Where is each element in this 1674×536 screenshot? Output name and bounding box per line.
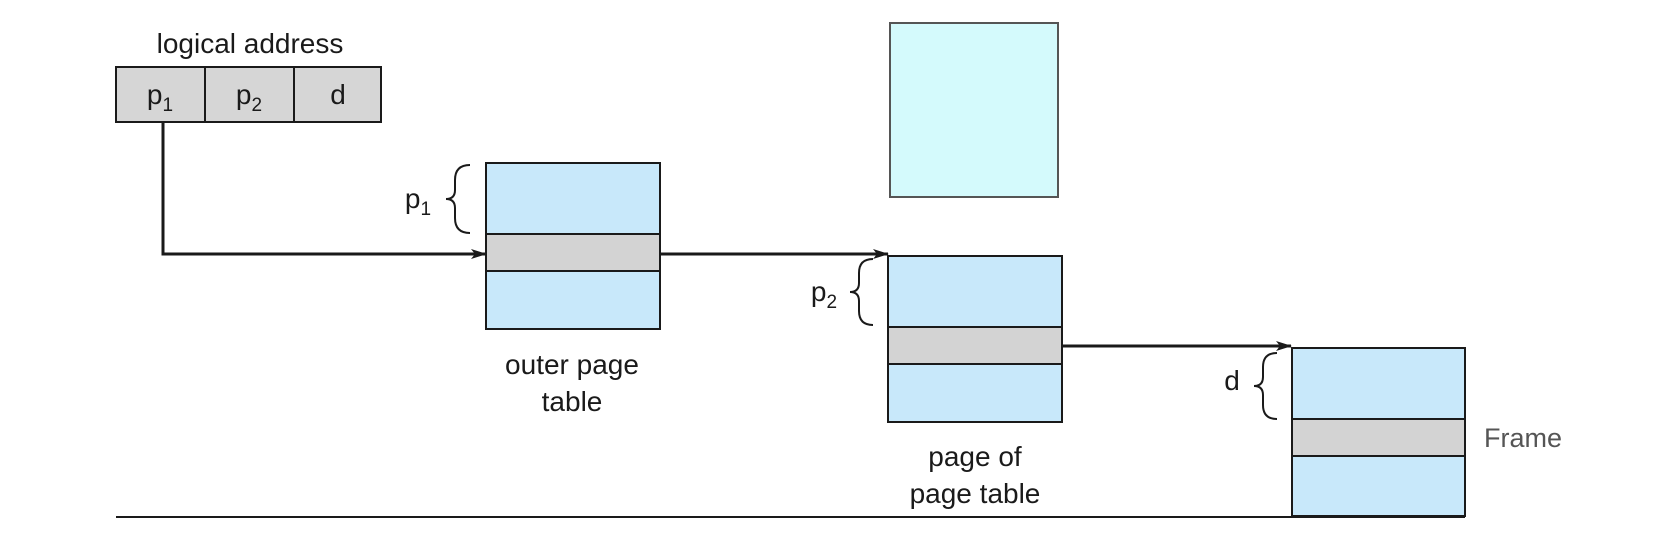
outer-table-brace-label: p1 <box>405 183 431 220</box>
outer-page-table: p1 outer page table <box>405 162 661 417</box>
page-table-brace-label: p2 <box>811 276 837 313</box>
address-field-p1: p1 <box>147 79 173 116</box>
logical-address-box <box>115 66 382 123</box>
frame-brace-label: d <box>1224 365 1240 396</box>
frame-entry <box>1291 418 1466 457</box>
arrow-p1-to-outer-table <box>161 122 487 259</box>
frame: d Frame <box>1224 347 1562 517</box>
page-of-page-table: p2 page of page table <box>811 255 1063 509</box>
address-field-d: d <box>330 79 346 110</box>
page-of-page-table-caption-2: page table <box>910 478 1041 509</box>
address-field-p2: p2 <box>236 79 262 116</box>
logical-address-title: logical address <box>157 28 344 59</box>
brace-icon <box>1253 352 1278 420</box>
outer-page-table-entry <box>485 233 661 272</box>
memory-block <box>889 22 1059 198</box>
frame-label: Frame <box>1484 423 1562 453</box>
outer-page-table-caption-2: table <box>542 386 603 417</box>
brace-icon <box>445 164 471 234</box>
page-of-page-table-entry <box>887 326 1063 365</box>
page-of-page-table-caption-1: page of <box>928 441 1022 472</box>
logical-address: logical address p1 p2 d <box>115 28 382 123</box>
outer-page-table-caption-1: outer page <box>505 349 639 380</box>
brace-icon <box>849 258 874 326</box>
